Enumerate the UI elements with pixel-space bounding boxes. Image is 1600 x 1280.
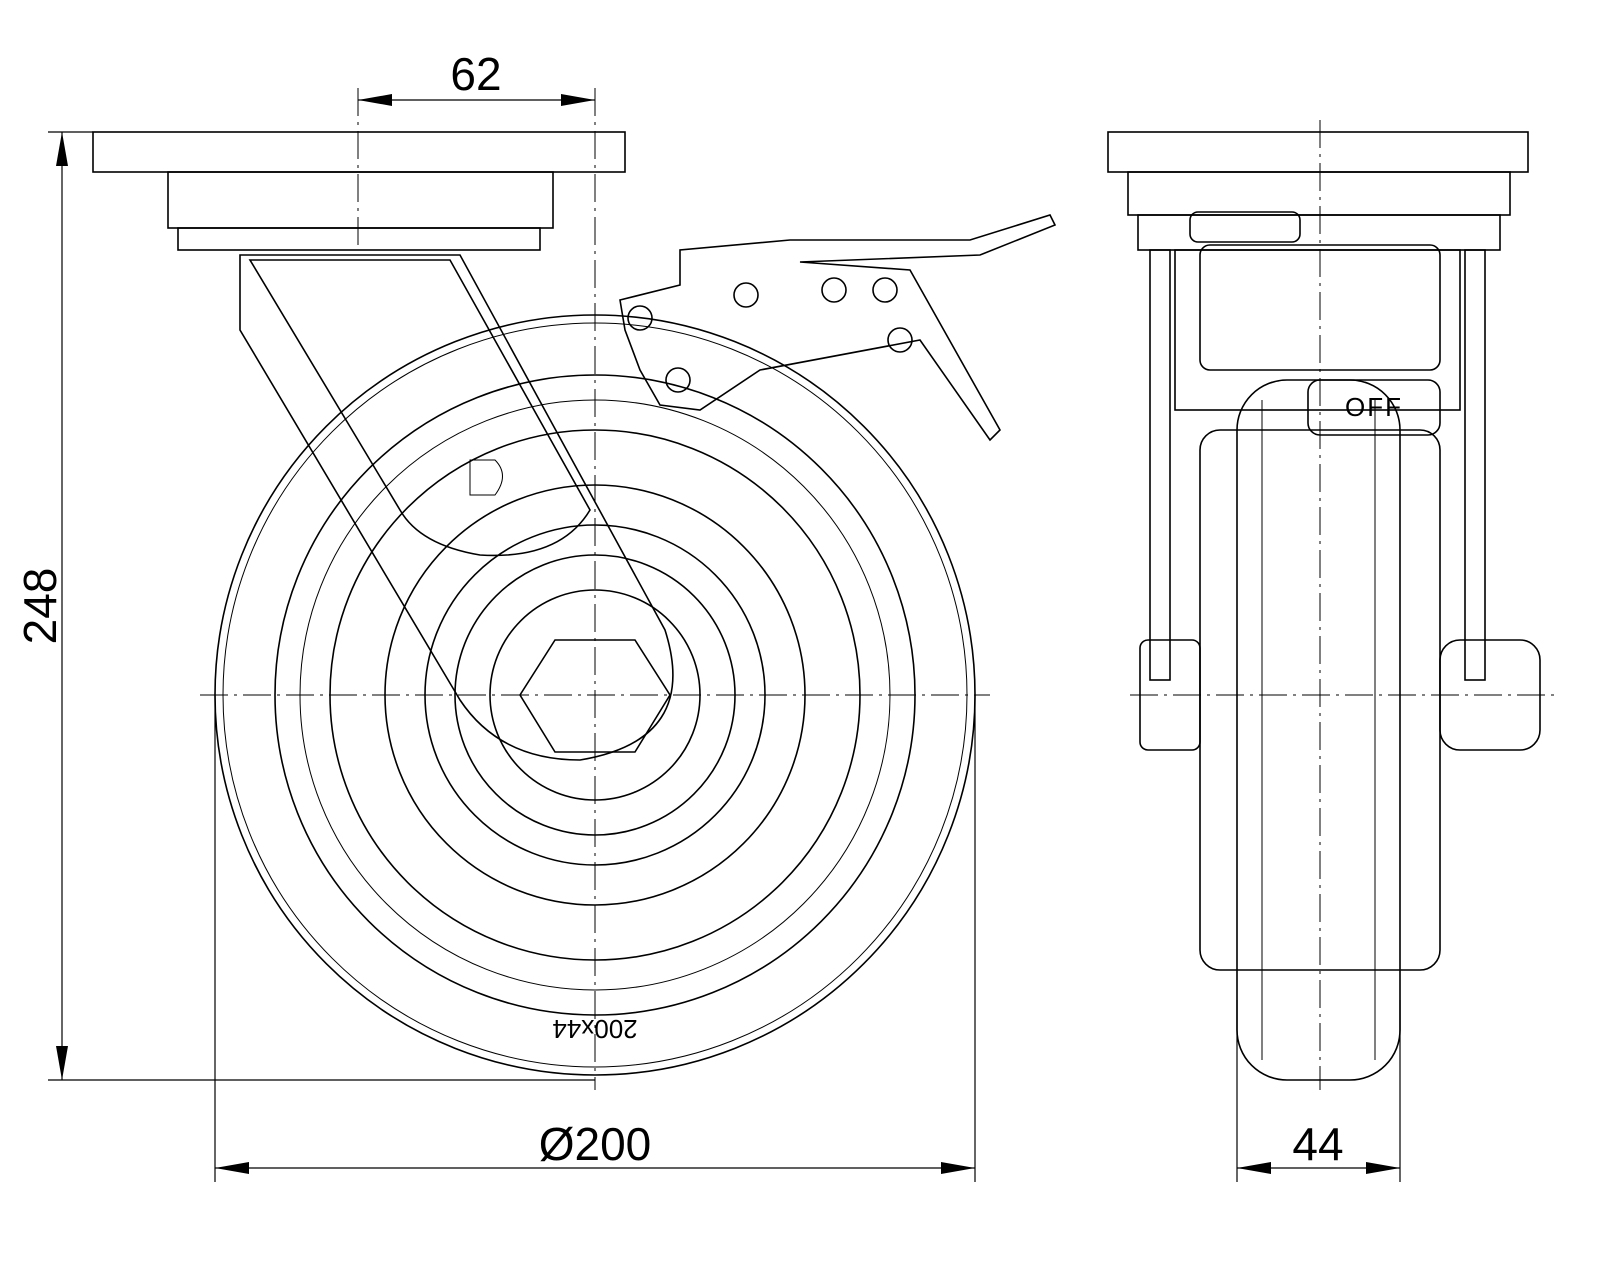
dimension-diameter: Ø200 (214, 695, 976, 1182)
dimension-offset: 62 (358, 48, 595, 106)
top-plate (92, 131, 626, 251)
dimension-width-value: 44 (1292, 1118, 1343, 1170)
brake-lever (619, 214, 1057, 442)
brake-state-label: OFF (1345, 392, 1403, 422)
dimension-height-value: 248 (14, 568, 66, 645)
dimension-offset-value: 62 (450, 48, 501, 100)
front-view: OFF (1107, 120, 1560, 1090)
dimension-diameter-value: Ø200 (539, 1118, 652, 1170)
dimension-width: 44 (1236, 1000, 1401, 1182)
centerlines (200, 88, 990, 1090)
side-view: 200x44 (92, 88, 1057, 1090)
swivel-fork (239, 254, 674, 761)
dimension-height: 248 (14, 131, 595, 1081)
brake-indicator: OFF (1307, 379, 1441, 436)
